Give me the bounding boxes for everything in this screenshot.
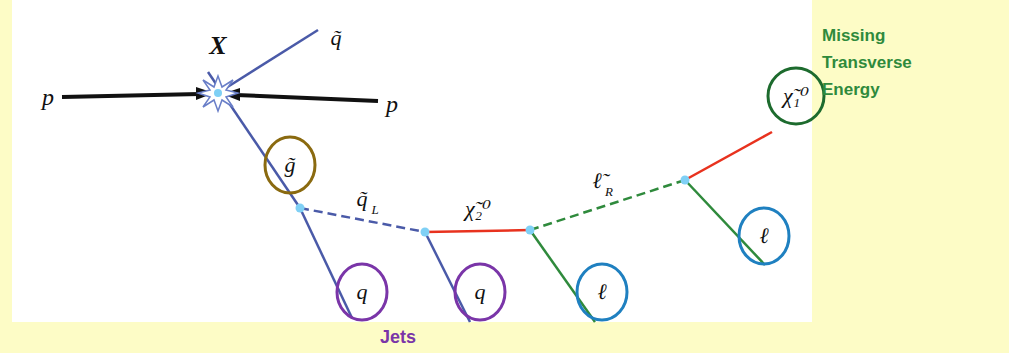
circle-outline: [768, 68, 824, 124]
beam-label: p: [42, 85, 54, 109]
vertex-dot: [526, 226, 535, 235]
neutralino-line: [685, 132, 772, 180]
particle-label: q̃: [331, 27, 342, 49]
missing-energy-caption: Missing Transverse Energy: [822, 22, 942, 103]
subscript-label: L: [371, 203, 378, 216]
circle-outline: [455, 264, 505, 320]
particle-label: ℓ̃: [592, 170, 601, 192]
particle-symbol: ℓ: [597, 281, 606, 303]
collision-burst: [198, 76, 238, 111]
proton-beam: [236, 95, 378, 101]
particle-label: q̃: [357, 188, 368, 210]
quark-line: [300, 208, 352, 318]
circle-outline: [739, 208, 789, 264]
squark-dashed-line: [300, 208, 425, 232]
vertex-dot: [296, 204, 305, 213]
quark-line: [425, 232, 470, 322]
jet-circle: q: [335, 262, 389, 322]
proton-beam: [62, 94, 200, 97]
lepton-circle: ℓ: [737, 206, 791, 266]
subscript-label: R: [605, 185, 613, 198]
circle-outline: [265, 137, 315, 193]
squark-line: [218, 30, 318, 93]
particle-symbol: ℓ: [759, 225, 768, 247]
neutralino-line: [425, 230, 530, 232]
circle-outline: [577, 264, 627, 320]
collision-point: [214, 89, 222, 97]
lepton-circle: ℓ: [575, 262, 629, 322]
particle-symbol: q: [357, 281, 368, 303]
particle-symbol: g̃: [285, 154, 296, 176]
gluino-circle: g̃: [263, 135, 317, 195]
gluino-line: [208, 72, 300, 208]
jet-circle: q: [453, 262, 507, 322]
neutralino-circle: χ̃₁⁰: [766, 66, 826, 126]
illustration-ground: [12, 0, 812, 322]
particle-symbol: χ̃₁⁰: [783, 85, 809, 107]
jets-caption: Jets: [380, 328, 416, 346]
particle-label: χ̃₂⁰: [465, 198, 491, 220]
vertex-dot: [681, 176, 690, 185]
lepton-line: [530, 230, 595, 322]
lepton-line: [685, 180, 765, 265]
vertex-dot: [421, 228, 430, 237]
particle-label: X: [209, 33, 226, 59]
particle-symbol: q: [475, 281, 486, 303]
slepton-dashed-line: [530, 180, 685, 230]
beam-label: p: [386, 92, 398, 116]
circle-outline: [337, 264, 387, 320]
